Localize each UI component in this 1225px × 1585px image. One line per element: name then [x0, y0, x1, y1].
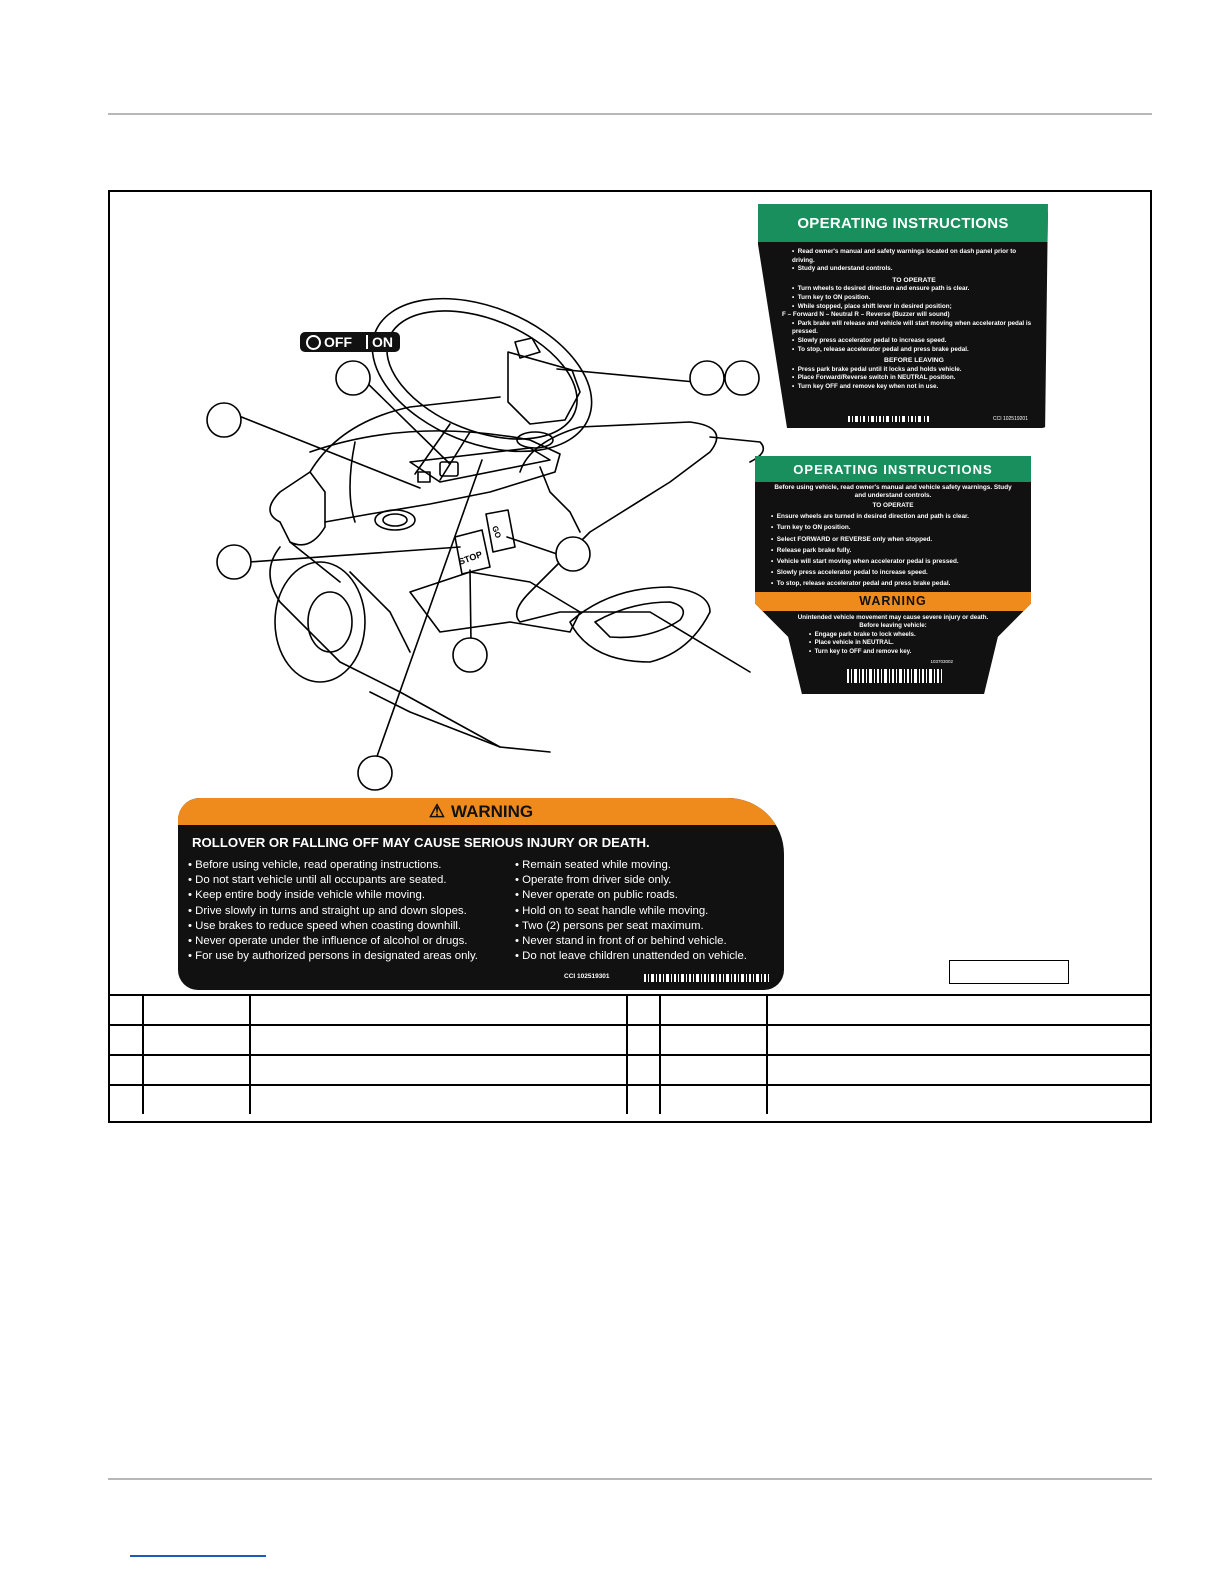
front-cowl — [269, 471, 326, 546]
warning-item: • Never operate on public roads. — [515, 889, 678, 902]
part-code: 103703002 — [930, 659, 953, 664]
vehicle-illustration: STOP GO — [206, 297, 765, 791]
warning-item: • Use brakes to reduce speed when coasti… — [188, 919, 462, 932]
operating-instructions-decal-2: OPERATING INSTRUCTIONS Before using vehi… — [755, 456, 1031, 694]
pedal-go-label: GO — [490, 525, 503, 540]
footer-link-underline[interactable] — [130, 1555, 266, 1557]
figure-frame: STOP GO OFF ON OPERATING INSTRUCTIONS • … — [108, 190, 1152, 1123]
off-ring-icon — [306, 334, 321, 350]
decal-title: OPERATING INSTRUCTIONS — [755, 456, 1031, 482]
pedal-stop-label: STOP — [457, 549, 483, 567]
table-row — [110, 1054, 1150, 1086]
cup-holder-right — [516, 431, 554, 449]
warning-list-right: • Remain seated while moving. • Operate … — [515, 858, 747, 964]
front-wheel — [274, 561, 366, 683]
parts-table — [110, 994, 1150, 1114]
instruction-item: • Slowly press accelerator pedal to incr… — [771, 569, 928, 577]
front-fender — [269, 546, 551, 753]
warning-list-left: • Before using vehicle, read operating i… — [188, 858, 515, 964]
callout-circle — [724, 360, 760, 396]
instruction-item: • Place Forward/Reverse switch in NEUTRA… — [792, 374, 956, 382]
warning-item: • For use by authorized persons in desig… — [188, 950, 478, 963]
callout-circle — [335, 360, 371, 396]
section-heading: TO OPERATE — [872, 502, 914, 509]
header-rule — [108, 113, 1152, 115]
instruction-item: • Press park brake pedal until it locks … — [792, 365, 962, 373]
instruction-item: • To stop, release accelerator pedal and… — [792, 345, 969, 353]
callout-circle — [206, 402, 242, 438]
figure-reference-box — [949, 960, 1069, 984]
warning-item: • Drive slowly in turns and straight up … — [188, 904, 467, 917]
instruction-item: • Select FORWARD or REVERSE only when st… — [771, 535, 933, 543]
warning-item: • Turn key to OFF and remove key. — [809, 648, 912, 655]
intro-item: • Study and understand controls. — [792, 265, 893, 273]
footer-rule — [108, 1478, 1152, 1480]
operating-instructions-decal-1: OPERATING INSTRUCTIONS • Read owner's ma… — [758, 204, 1048, 428]
barcode-icon — [848, 416, 929, 422]
instruction-item: • Turn key OFF and remove key when not i… — [792, 382, 939, 390]
warning-title: WARNING — [450, 801, 534, 821]
rollover-warning-decal: ⚠ WARNING ROLLOVER OR FALLING OFF MAY CA… — [178, 798, 784, 990]
warning-item: • Hold on to seat handle while moving. — [515, 904, 709, 917]
dashboard — [309, 430, 561, 523]
table-row — [110, 994, 1150, 1026]
barcode-icon — [644, 974, 769, 982]
part-code: CCI 102519201 — [992, 416, 1028, 422]
shift-positions: F – Forward N – Neutral R – Reverse (Buz… — [782, 311, 950, 319]
warning-item: • Operate from driver side only. — [515, 874, 672, 887]
barcode-icon — [847, 669, 942, 683]
instruction-item: • Vehicle will start moving when acceler… — [771, 558, 959, 566]
steering-wheel — [371, 297, 593, 453]
warning-headline: ROLLOVER OR FALLING OFF MAY CAUSE SERIOU… — [192, 835, 650, 850]
table-row — [110, 1084, 1150, 1114]
accelerator-pedal — [485, 509, 516, 553]
warning-item: • Do not start vehicle until all occupan… — [188, 874, 447, 887]
warning-triangle-icon: ⚠ — [428, 801, 445, 821]
warning-item: • Never operate under the influence of a… — [188, 935, 468, 948]
callout-circle — [216, 544, 252, 580]
callout-circle — [357, 755, 393, 791]
decal-title: OPERATING INSTRUCTIONS — [758, 204, 1048, 242]
callout-circle — [452, 637, 488, 673]
instruction-item: • Turn key to ON position. — [771, 524, 851, 532]
warning-item: • Engage park brake to lock wheels. — [809, 630, 916, 638]
instruction-item: • Park brake will release and vehicle wi… — [792, 319, 1032, 336]
section-heading: BEFORE LEAVING — [884, 357, 944, 365]
intro-text: Before using vehicle, read owner's manua… — [774, 484, 1012, 499]
cup-holder-left — [374, 509, 416, 531]
warning-item: • Never stand in front of or behind vehi… — [515, 935, 727, 948]
instruction-item: • Turn key to ON position. — [792, 293, 871, 301]
section-heading: TO OPERATE — [892, 276, 936, 284]
key-on-label: ON — [372, 334, 393, 350]
warning-item: • Keep entire body inside vehicle while … — [188, 889, 425, 902]
warning-item: • Two (2) persons per seat maximum. — [515, 919, 704, 932]
warning-item: • Before using vehicle, read operating i… — [188, 859, 442, 871]
intro-item: • Read owner's manual and safety warning… — [792, 248, 1017, 264]
warning-item: • Remain seated while moving. — [515, 859, 671, 871]
warning-heading: WARNING — [755, 591, 1031, 611]
warning-intro: Unintended vehicle movement may cause se… — [797, 613, 989, 630]
warning-item: • Place vehicle in NEUTRAL. — [809, 639, 894, 647]
instruction-item: • Turn wheels to desired direction and e… — [792, 285, 970, 293]
steering-hub — [507, 351, 581, 425]
part-code: CCI 102519301 — [564, 973, 610, 980]
callout-circle — [555, 536, 591, 572]
instruction-item: • Release park brake fully. — [771, 546, 852, 554]
warning-item: • Do not leave children unattended on ve… — [515, 950, 747, 963]
brake-pedal — [454, 529, 491, 575]
key-switch-decal: OFF ON — [300, 332, 400, 352]
seat-front — [515, 421, 751, 673]
seat-side-handle — [569, 586, 711, 663]
instruction-item: • While stopped, place shift lever in de… — [792, 302, 952, 310]
key-off-label: OFF — [324, 334, 352, 350]
floor-panel — [409, 571, 581, 633]
instruction-item: • Ensure wheels are turned in desired di… — [771, 513, 969, 521]
instruction-item: • Slowly press accelerator pedal to incr… — [792, 336, 947, 344]
table-row — [110, 1024, 1150, 1056]
instruction-item: • To stop, release accelerator pedal and… — [771, 580, 951, 588]
callout-circle — [689, 360, 725, 396]
